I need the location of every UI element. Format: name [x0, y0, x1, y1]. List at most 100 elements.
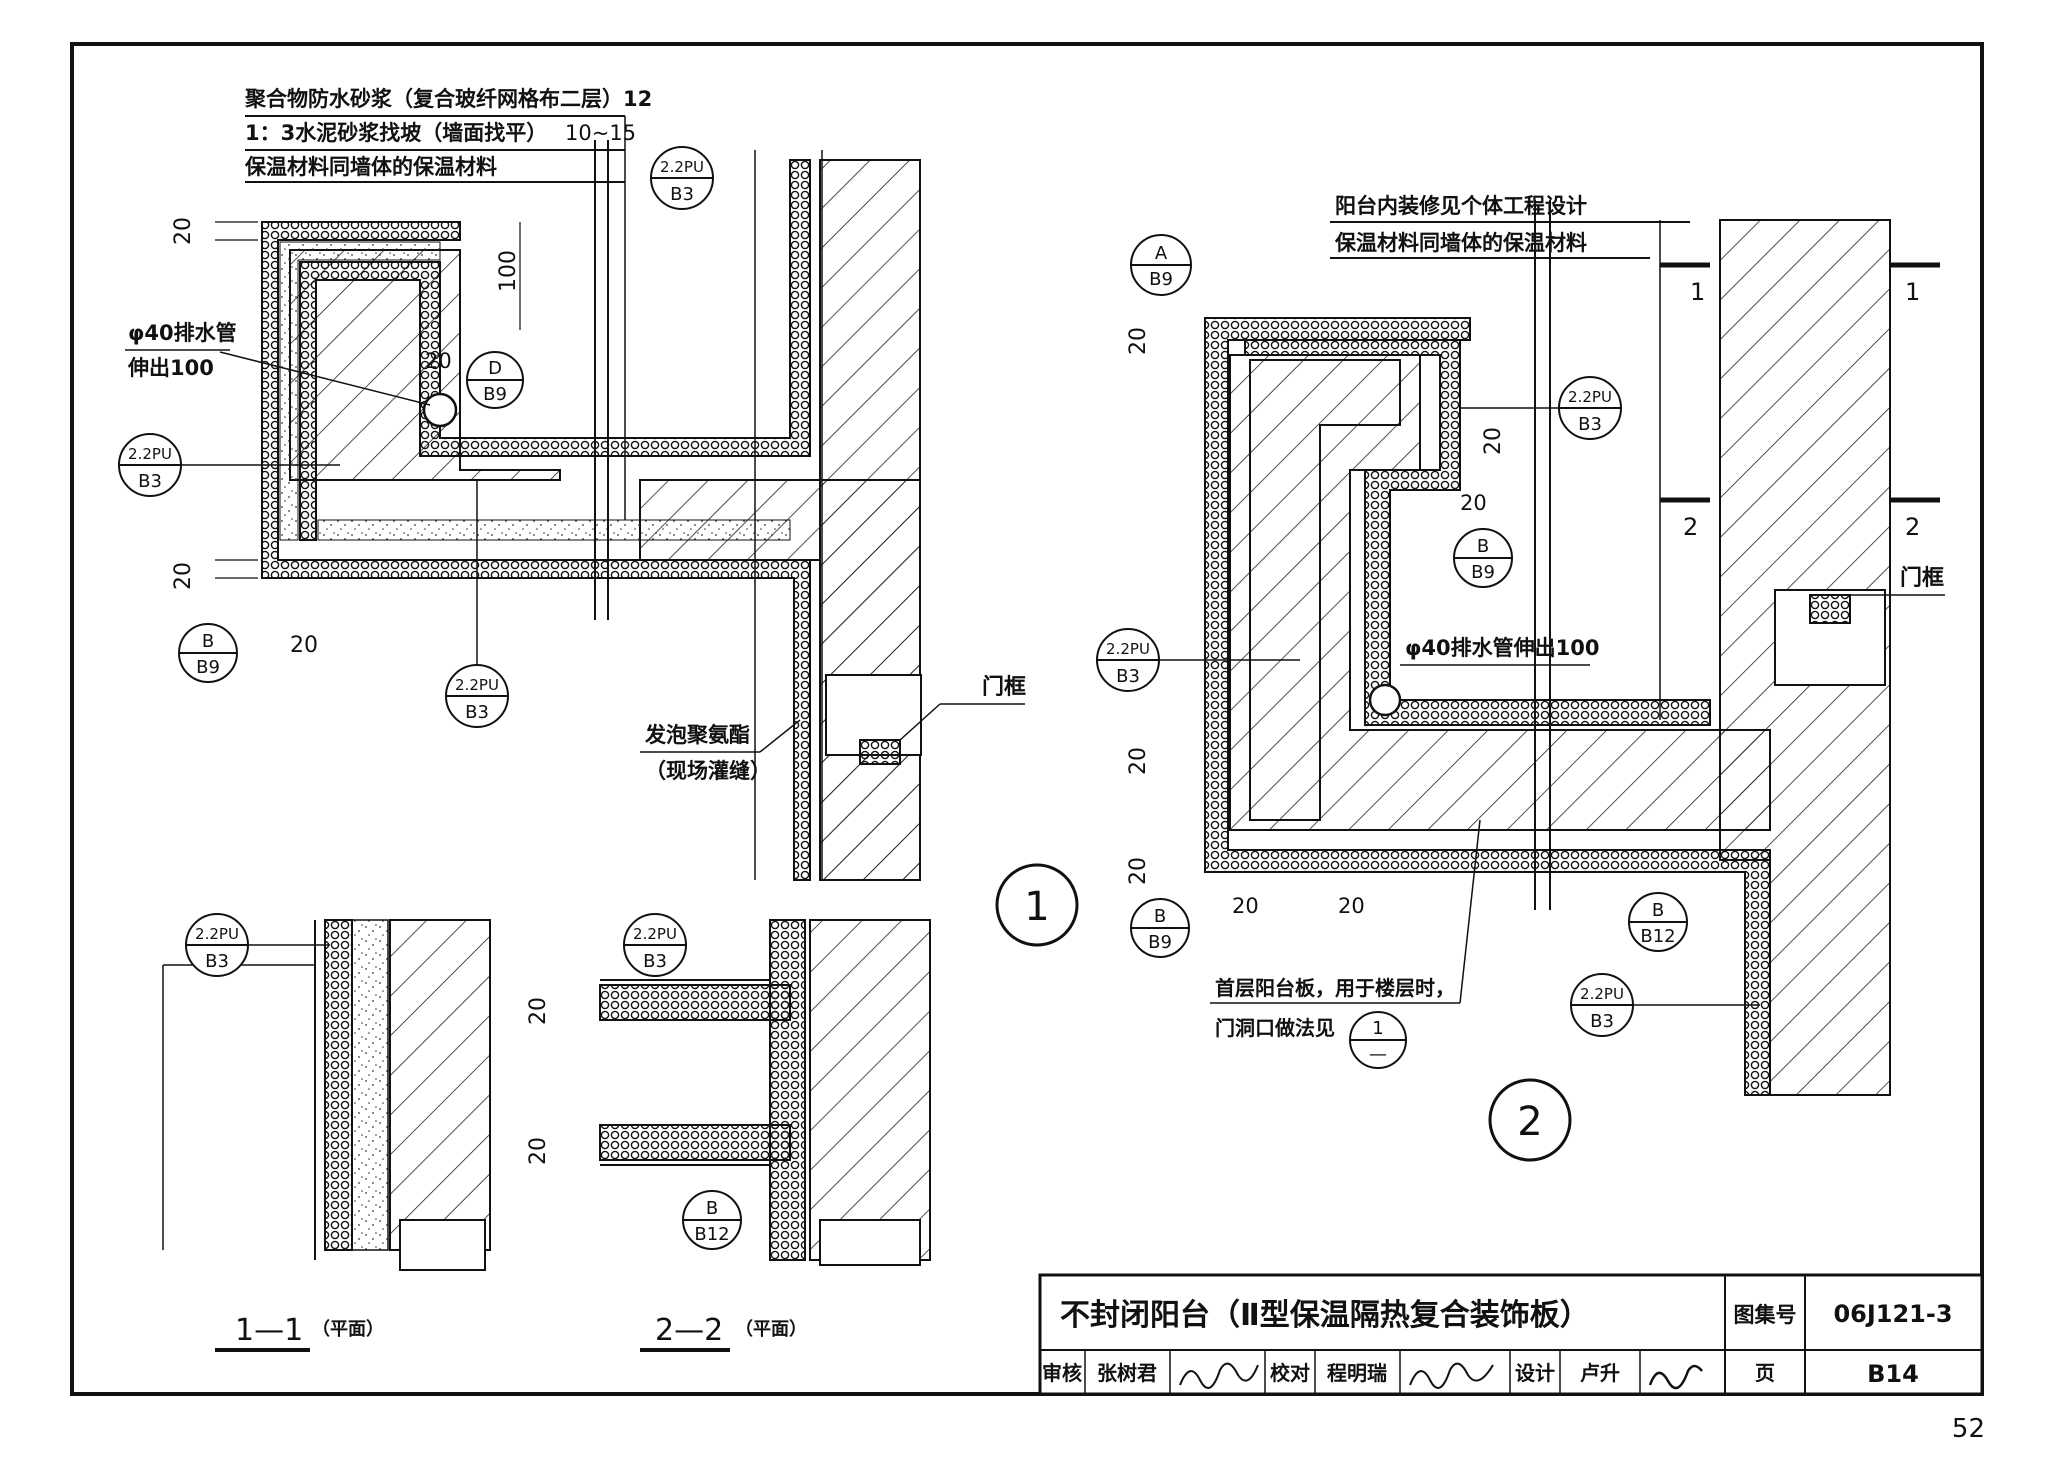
detail2-ref-b-b12: B B12: [1628, 892, 1688, 952]
detail2-ref-2-2pu-b3-left: 2.2PU B3: [1096, 628, 1300, 692]
detail1-drain-pipe: [422, 392, 458, 428]
svg-text:B3: B3: [670, 184, 694, 205]
detail1-number: 1: [1024, 884, 1049, 930]
designer-signature: [1648, 1364, 1703, 1390]
detail1-dim-20-top: 20: [171, 217, 196, 245]
review-label: 审核: [1042, 1361, 1082, 1385]
plan1-sub: （平面）: [312, 1319, 384, 1340]
detail1-insulation-inner: [299, 159, 811, 541]
detail2-dim-20-low: 20: [1126, 857, 1151, 885]
detail-1: 聚合物防水砂浆（复合玻纤网格布二层）12 1：3水泥砂浆找坡（墙面找平） 10~…: [118, 87, 1079, 947]
plan2-sub: （平面）: [735, 1319, 807, 1340]
detail1-ref-b-b9: B B9: [178, 623, 238, 683]
svg-text:B3: B3: [1116, 666, 1140, 687]
svg-text:2.2PU: 2.2PU: [455, 676, 499, 694]
detail1-dim-100: 100: [496, 250, 521, 292]
detail1-dim-20-bottom: 20: [171, 562, 196, 590]
designer-name: 卢升: [1580, 1361, 1620, 1385]
checker-name: 程明瑞: [1327, 1361, 1387, 1385]
plan1-ref-2-2pu-b3: 2.2PU B3: [185, 913, 330, 977]
sheet-border: [70, 42, 1984, 1396]
plan2-ref-b-b12: B B12: [682, 1190, 742, 1250]
detail2-dim-20-inner: 20: [1481, 427, 1506, 455]
detail2-slab-note2: 门洞口做法见: [1215, 1016, 1335, 1040]
svg-text:B3: B3: [465, 702, 489, 723]
detail1-drain-label: φ40排水管: [128, 321, 237, 345]
detail2-insulation-inner: [1244, 339, 1711, 726]
svg-text:2.2PU: 2.2PU: [1568, 388, 1612, 406]
svg-text:A: A: [1155, 243, 1168, 264]
svg-text:B3: B3: [1578, 414, 1602, 435]
detail1-note-leveling: 1：3水泥砂浆找坡（墙面找平）: [245, 121, 547, 145]
detail2-door-frame-label: 门框: [1900, 565, 1944, 591]
reviewer-name: 张树君: [1097, 1361, 1157, 1385]
svg-text:B3: B3: [643, 951, 667, 972]
detail2-note-finish: 阳台内装修见个体工程设计: [1335, 194, 1587, 218]
svg-text:B9: B9: [1149, 269, 1173, 290]
svg-text:2.2PU: 2.2PU: [128, 445, 172, 463]
svg-text:B3: B3: [1590, 1011, 1614, 1032]
svg-text:2.2PU: 2.2PU: [633, 925, 677, 943]
svg-text:1: 1: [1372, 1018, 1383, 1039]
detail1-note-mortar: 聚合物防水砂浆（复合玻纤网格布二层）12: [244, 87, 652, 111]
detail2-ref-1-dash: 1 —: [1349, 1011, 1407, 1069]
page-label: 页: [1755, 1361, 1775, 1385]
plan2-label: 2—2: [655, 1313, 723, 1348]
detail2-note-insulation: 保温材料同墙体的保温材料: [1334, 231, 1587, 255]
detail1-foam-sub: （现场灌缝）: [645, 759, 771, 783]
svg-text:D: D: [488, 358, 502, 379]
detail1-dim-20-pipe: 20: [425, 349, 452, 373]
detail2-section-2a: 2: [1683, 513, 1698, 541]
detail1-ref-d-b9: D B9: [466, 351, 524, 409]
svg-text:B3: B3: [138, 471, 162, 492]
reviewer-signature: [1179, 1362, 1259, 1389]
detail1-note-insulation: 保温材料同墙体的保温材料: [244, 155, 497, 179]
detail2-section-1a: 1: [1690, 278, 1705, 306]
detail2-ref-b-b9-mid: B B9: [1453, 528, 1513, 588]
svg-text:B12: B12: [694, 1224, 729, 1245]
atlas-label: 图集号: [1734, 1303, 1797, 1327]
detail2-drain-label: φ40排水管伸出100: [1405, 636, 1600, 660]
check-label: 校对: [1270, 1361, 1310, 1385]
drawing-title: 不封闭阳台（Ⅱ型保温隔热复合装饰板）: [1060, 1298, 1590, 1333]
detail-2: 阳台内装修见个体工程设计 保温材料同墙体的保温材料 φ40排水管伸出100 1 …: [1096, 194, 1945, 1162]
detail2-number-circle: [1488, 1078, 1572, 1162]
plan-1-1: 2.2PU B3 1—1 （平面）: [162, 913, 491, 1352]
detail2-dim-20-mid: 20: [1126, 747, 1151, 775]
detail2-section-2b: 2: [1905, 513, 1920, 541]
detail2-number: 2: [1517, 1099, 1542, 1145]
detail2-ref-a-b9: A B9: [1130, 234, 1192, 296]
detail2-dim-20-c: 20: [1232, 894, 1259, 918]
page-code: B14: [1867, 1360, 1919, 1388]
detail2-section-1b: 1: [1905, 278, 1920, 306]
detail2-drain-pipe: [1368, 683, 1402, 717]
svg-text:B3: B3: [205, 951, 229, 972]
svg-text:B9: B9: [1148, 932, 1172, 953]
detail1-ref-2-2pu-b3-top: 2.2PU B3: [650, 146, 714, 210]
svg-text:B9: B9: [196, 657, 220, 678]
svg-text:2.2PU: 2.2PU: [1106, 640, 1150, 658]
svg-text:B: B: [202, 631, 214, 652]
detail2-ref-b-b9-low: B B9: [1130, 898, 1190, 958]
detail1-note-leveling-dim: 10~15: [565, 121, 636, 145]
detail2-dim-20-d: 20: [1338, 894, 1365, 918]
svg-text:2.2PU: 2.2PU: [660, 158, 704, 176]
svg-text:B9: B9: [483, 384, 507, 405]
detail1-drain-label2: 伸出100: [127, 356, 214, 380]
svg-text:B: B: [706, 1198, 718, 1219]
detail2-insulation-outer: [1204, 317, 1771, 1096]
svg-text:B: B: [1477, 536, 1489, 557]
detail1-foam-label: 发泡聚氨酯: [644, 723, 750, 747]
detail2-dim-20-b: 20: [1460, 491, 1487, 515]
design-label: 设计: [1515, 1361, 1555, 1385]
detail1-ref-2-2pu-b3-bottom: 2.2PU B3: [445, 480, 509, 728]
atlas-number: 06J121-3: [1833, 1300, 1952, 1328]
detail1-dim-20-side: 20: [290, 633, 318, 658]
checker-signature: [1409, 1362, 1494, 1389]
svg-text:B: B: [1154, 906, 1166, 927]
detail1-ref-2-2pu-b3-left: 2.2PU B3: [118, 433, 340, 497]
plan-2-2: 20 20 2.2PU B3 B B12 2—2 （平面）: [526, 913, 931, 1352]
detail2-slab-note: 首层阳台板，用于楼层时，: [1215, 976, 1455, 1000]
detail1-insulation-outer: [261, 221, 811, 881]
